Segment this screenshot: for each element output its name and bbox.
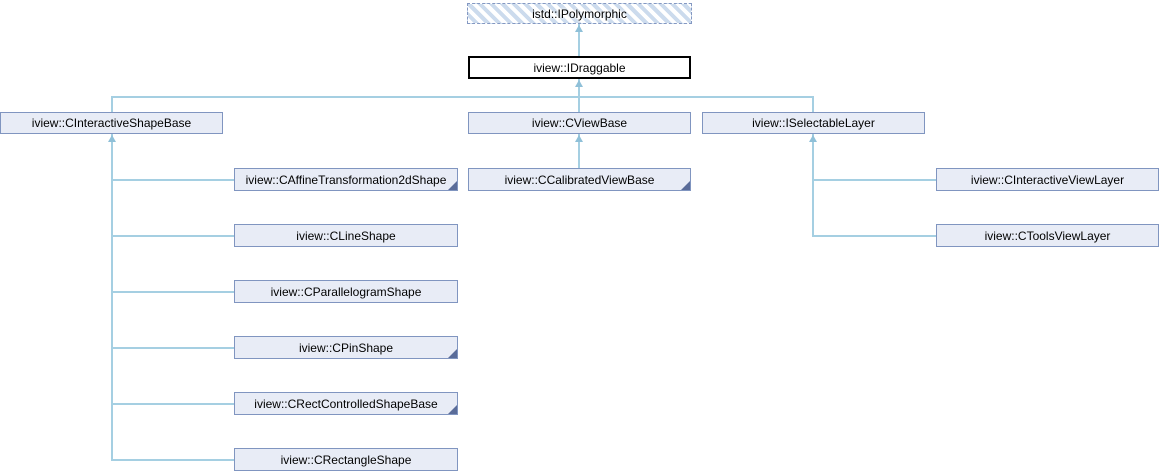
edge-corridor-top xyxy=(111,96,814,98)
node-iview-cpinshape[interactable]: iview::CPinShape xyxy=(234,336,458,359)
edge-branch-ctools xyxy=(812,235,936,237)
node-label: iview::CParallelogramShape xyxy=(270,284,422,299)
node-iview-ctoolsviewlayer[interactable]: iview::CToolsViewLayer xyxy=(936,224,1159,247)
node-label: iview::CToolsViewLayer xyxy=(984,228,1111,243)
node-istd-ipolymorphic[interactable]: istd::IPolymorphic xyxy=(467,3,692,24)
edge-drop-cinteractiveshapebase xyxy=(111,96,113,112)
node-iview-cparallelogramshape[interactable]: iview::CParallelogramShape xyxy=(234,280,458,303)
node-iview-cviewbase[interactable]: iview::CViewBase xyxy=(468,112,691,134)
arrow-up-icon xyxy=(575,135,583,142)
edge-cviewbase-to-idraggable xyxy=(578,79,580,112)
edge-branch-cpin xyxy=(111,347,234,349)
node-label: iview::IDraggable xyxy=(533,60,626,75)
edge-drop-iselectablelayer xyxy=(812,96,814,112)
node-iview-clineshape[interactable]: iview::CLineShape xyxy=(234,224,458,247)
truncated-corner-icon xyxy=(448,349,457,358)
node-iview-idraggable[interactable]: iview::IDraggable xyxy=(468,56,691,79)
node-label: iview::CPinShape xyxy=(298,340,394,355)
arrow-up-icon xyxy=(575,80,583,87)
arrow-up-icon xyxy=(108,135,116,142)
node-label: iview::ISelectableLayer xyxy=(752,116,875,130)
edge-branch-crectcontrolled xyxy=(111,403,234,405)
edge-idraggable-to-ipolymorphic xyxy=(578,24,580,56)
arrow-up-icon xyxy=(575,25,583,32)
edge-branch-caffine xyxy=(111,179,234,181)
node-iview-iselectablelayer[interactable]: iview::ISelectableLayer xyxy=(702,112,925,134)
node-label: iview::CLineShape xyxy=(296,228,396,243)
edge-trunk-cinteractiveshapebase xyxy=(111,134,113,461)
truncated-corner-icon xyxy=(448,405,457,414)
node-label: iview::CInteractiveShapeBase xyxy=(31,116,192,130)
node-iview-crectcontrolledshapebase[interactable]: iview::CRectControlledShapeBase xyxy=(234,392,458,415)
node-iview-caffinetransformation2dshape[interactable]: iview::CAffineTransformation2dShape xyxy=(234,168,458,191)
edge-trunk-iselectablelayer xyxy=(812,134,814,237)
node-label: iview::CCalibratedViewBase xyxy=(504,172,655,187)
node-iview-cinteractiveviewlayer[interactable]: iview::CInteractiveViewLayer xyxy=(936,168,1159,191)
node-iview-ccalibratedviewbase[interactable]: iview::CCalibratedViewBase xyxy=(468,168,691,191)
node-label: iview::CRectControlledShapeBase xyxy=(254,396,438,411)
node-label: iview::CRectangleShape xyxy=(280,452,412,467)
edge-branch-cparallelogram xyxy=(111,291,234,293)
edge-branch-crectangle xyxy=(111,459,234,461)
node-iview-crectangleshape[interactable]: iview::CRectangleShape xyxy=(234,448,458,471)
truncated-corner-icon xyxy=(448,181,457,190)
truncated-corner-icon xyxy=(681,181,690,190)
edge-branch-cinteractiveviewlayer xyxy=(812,179,936,181)
node-label: istd::IPolymorphic xyxy=(532,6,627,21)
node-label: iview::CInteractiveViewLayer xyxy=(970,172,1125,187)
edge-ccalibrated-to-cviewbase xyxy=(578,134,580,168)
edge-branch-cline xyxy=(111,235,234,237)
node-label: iview::CAffineTransformation2dShape xyxy=(245,172,447,187)
node-label: iview::CViewBase xyxy=(531,116,628,130)
node-iview-cinteractiveshapebase[interactable]: iview::CInteractiveShapeBase xyxy=(0,112,223,134)
arrow-up-icon xyxy=(809,135,817,142)
